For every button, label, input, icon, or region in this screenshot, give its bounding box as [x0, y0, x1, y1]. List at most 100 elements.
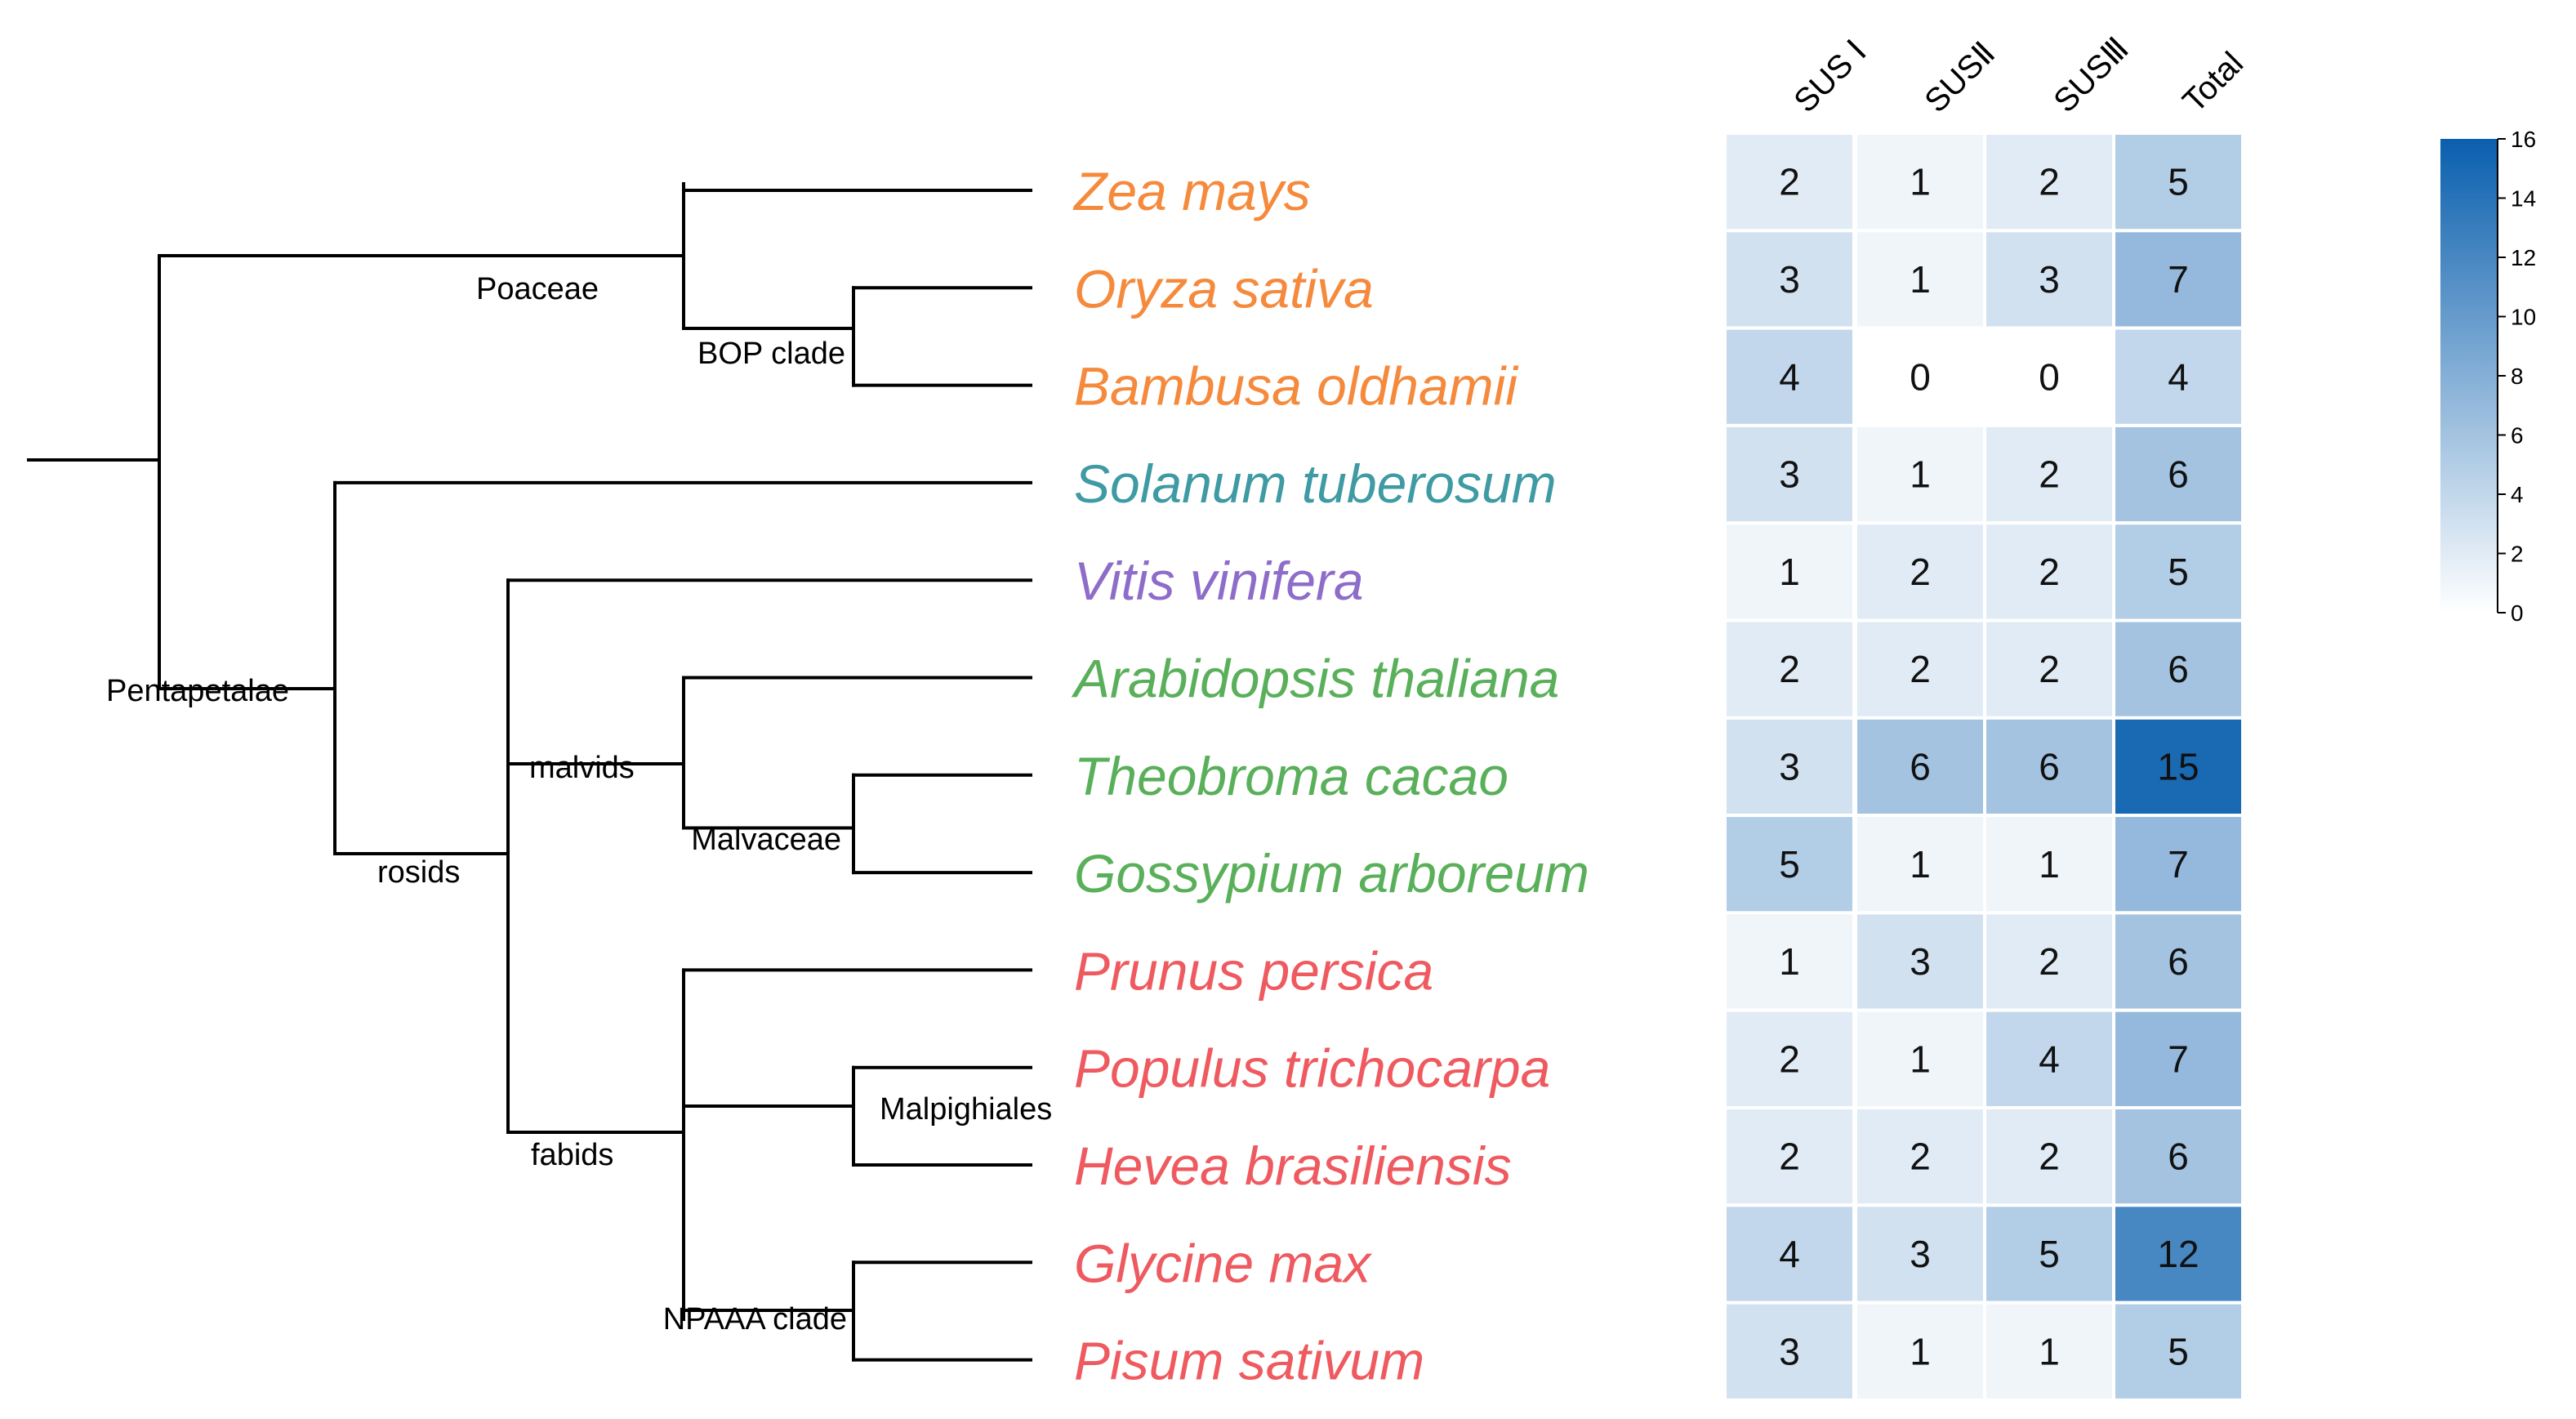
colorbar-tick-label: 10	[2511, 305, 2536, 330]
heatmap-cell	[2112, 911, 2244, 1012]
heatmap-cell	[2112, 229, 2244, 330]
heatmap-cell	[1854, 1301, 1986, 1402]
heatmap-value: 3	[1779, 258, 1800, 301]
heatmap-cell	[2112, 1008, 2244, 1109]
heatmap-value: 4	[2039, 1037, 2060, 1080]
heatmap-value: 1	[1910, 843, 1931, 886]
heatmap-value: 6	[2168, 940, 2189, 983]
colorbar-tick-label: 16	[2511, 127, 2536, 152]
heatmap-cell	[1723, 521, 1856, 622]
heatmap-value: 15	[2157, 745, 2199, 788]
species-label: Arabidopsis thaliana	[1071, 649, 1559, 709]
column-header: SUSⅡ	[1918, 35, 2002, 119]
heatmap-cell	[1854, 618, 1986, 720]
heatmap-value: 6	[2039, 745, 2060, 788]
colorbar-tick-label: 2	[2511, 542, 2524, 567]
clade-label-malvaceae: Malvaceae	[691, 823, 841, 857]
heatmap-value: 6	[1910, 745, 1931, 788]
heatmap-value: 6	[2168, 1136, 2189, 1178]
heatmap-value: 3	[1910, 940, 1931, 983]
heatmap-cell	[1983, 1106, 2115, 1207]
heatmap-value: 2	[1779, 648, 1800, 690]
species-label: Prunus persica	[1074, 940, 1433, 1001]
heatmap-value: 6	[2168, 648, 2189, 690]
heatmap-value: 1	[2039, 843, 2060, 886]
colorbar-tick-label: 4	[2511, 482, 2524, 507]
species-label: Vitis vinifera	[1074, 551, 1364, 611]
heatmap-value: 3	[1779, 453, 1800, 496]
heatmap-cell	[1983, 716, 2115, 818]
clade-label-pentapetalae: Pentapetalae	[106, 674, 289, 708]
heatmap-cell	[1723, 1106, 1856, 1207]
heatmap-value: 2	[2039, 1136, 2060, 1178]
heatmap-value: 5	[2168, 161, 2189, 203]
species-label: Glycine max	[1074, 1233, 1372, 1293]
heatmap-value: 12	[2157, 1233, 2199, 1275]
heatmap-cell	[2112, 716, 2244, 818]
heatmap-value: 7	[2168, 258, 2189, 301]
species-label: Pisum sativum	[1074, 1331, 1424, 1391]
clade-label-fabids: fabids	[531, 1138, 613, 1172]
heatmap-cell	[1854, 326, 1986, 427]
heatmap-cell	[2112, 132, 2244, 233]
colorbar-tick-label: 6	[2511, 423, 2524, 448]
heatmap-value: 0	[2039, 355, 2060, 398]
heatmap-value: 5	[2168, 1330, 2189, 1372]
heatmap-value: 1	[1910, 1330, 1931, 1372]
heatmap-value: 2	[2039, 161, 2060, 203]
heatmap-value: 2	[2039, 453, 2060, 496]
heatmap-value: 4	[1779, 355, 1800, 398]
heatmap-cell	[1723, 911, 1856, 1012]
clade-label-npaaa-clade: NPAAA clade	[663, 1302, 847, 1336]
clade-label-rosids: rosids	[377, 855, 460, 890]
species-label: Populus trichocarpa	[1074, 1038, 1550, 1099]
column-header: SUSⅢ	[2047, 31, 2136, 120]
clade-label-malvids: malvids	[529, 751, 635, 785]
heatmap-cell	[2112, 814, 2244, 915]
species-label: Gossypium arboreum	[1074, 843, 1589, 904]
heatmap-cell	[1723, 1008, 1856, 1109]
heatmap-cell	[1983, 326, 2115, 427]
heatmap-value: 1	[1910, 1037, 1931, 1080]
heatmap-value: 2	[2039, 648, 2060, 690]
heatmap-cell	[1983, 1008, 2115, 1109]
heatmap-value: 3	[1779, 745, 1800, 788]
heatmap-value: 3	[2039, 258, 2060, 301]
heatmap-value: 1	[1910, 453, 1931, 496]
heatmap-value: 1	[1779, 940, 1800, 983]
heatmap-value: 2	[2039, 551, 2060, 593]
heatmap-value: 3	[1779, 1330, 1800, 1372]
heatmap-cell	[2112, 618, 2244, 720]
column-header: SUS Ⅰ	[1787, 33, 1873, 119]
heatmap-value: 1	[1910, 161, 1931, 203]
clade-label-bop-clade: BOP clade	[697, 337, 845, 371]
heatmap-cell	[1854, 814, 1986, 915]
heatmap-value: 5	[1779, 843, 1800, 886]
heatmap-value: 2	[1779, 1136, 1800, 1178]
heatmap-value: 5	[2039, 1233, 2060, 1275]
heatmap-cell	[1723, 229, 1856, 330]
heatmap-value: 2	[1779, 161, 1800, 203]
heatmap-value: 4	[2168, 355, 2189, 398]
heatmap-cell	[1854, 716, 1986, 818]
species-label: Theobroma cacao	[1074, 746, 1509, 806]
heatmap-value: 4	[1779, 1233, 1800, 1275]
species-label: Zea mays	[1072, 161, 1311, 221]
heatmap-value: 5	[2168, 551, 2189, 593]
species-label: Oryza sativa	[1074, 258, 1374, 319]
heatmap-value: 1	[1779, 551, 1800, 593]
species-label: Bambusa oldhamii	[1074, 356, 1519, 417]
heatmap-value: 2	[2039, 940, 2060, 983]
heatmap-cell	[1854, 1203, 1986, 1305]
colorbar-tick-label: 0	[2511, 600, 2524, 626]
heatmap-value: 3	[1910, 1233, 1931, 1275]
colorbar-bar	[2440, 139, 2498, 613]
heatmap-cell	[1723, 1301, 1856, 1402]
colorbar-tick-label: 14	[2511, 186, 2536, 212]
